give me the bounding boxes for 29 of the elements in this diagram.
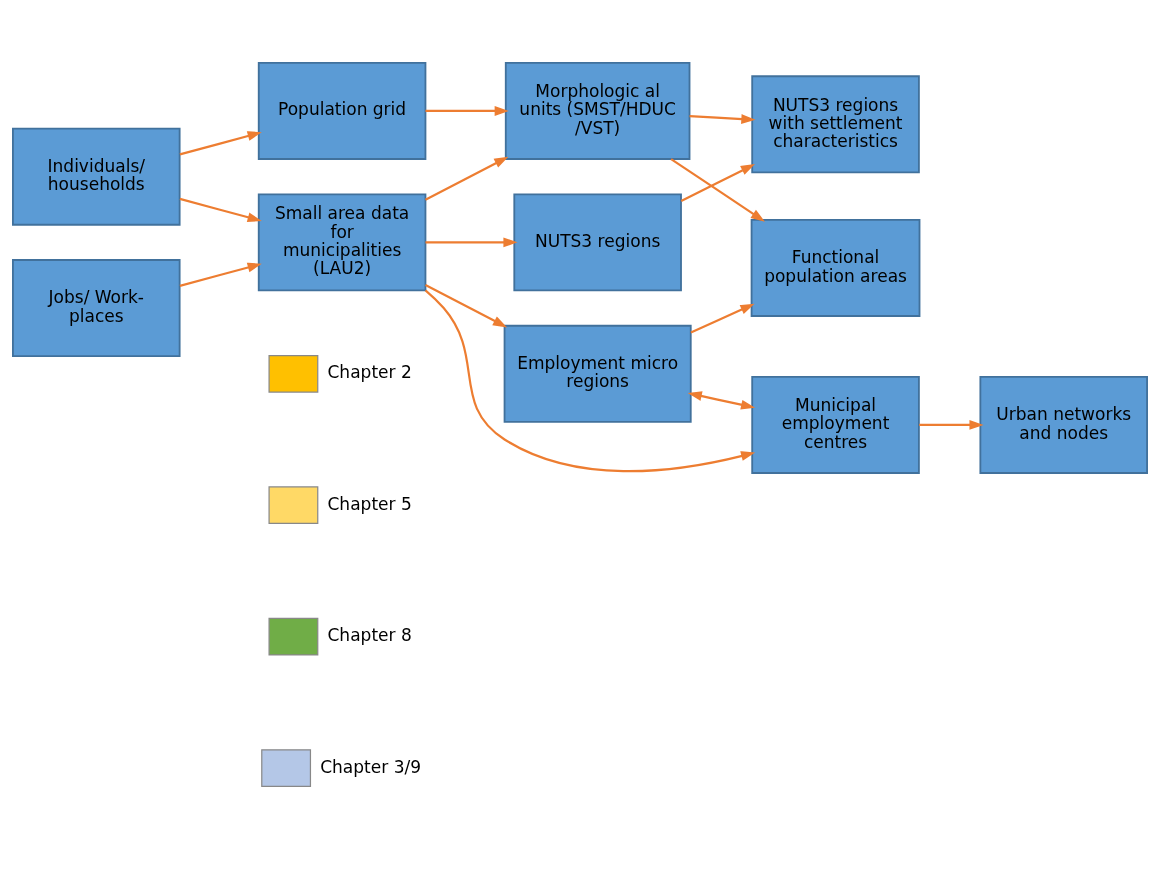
arrow (689, 113, 756, 124)
arrow (424, 288, 756, 472)
legend-label: Chapter 8 (327, 624, 412, 645)
arrow (690, 303, 755, 333)
node-box: NUTS3 regions (513, 192, 682, 291)
node-box: Small area data for municipalities (LAU2) (257, 192, 427, 291)
arrow (919, 419, 984, 430)
node-box: Functional population areas (750, 218, 921, 317)
arrow (179, 262, 262, 287)
node-box: Population grid (257, 61, 427, 160)
arrow (680, 163, 755, 202)
arrow (425, 156, 509, 201)
legend-label: Chapter 5 (327, 493, 412, 514)
legend-label: Chapter 3/9 (320, 756, 422, 777)
node-box: Individuals/ households (12, 127, 181, 226)
arrow (179, 197, 262, 222)
legend-label: Chapter 2 (327, 361, 412, 382)
node-box: Municipal employment centres (751, 375, 920, 474)
arrow (179, 130, 262, 155)
node-box: Morphologic al units (SMST/HDUC /VST) (504, 61, 691, 160)
arrow (670, 157, 765, 222)
node-box: Urban networks and nodes (979, 375, 1148, 474)
node-box: Jobs/ Work-places (12, 258, 181, 357)
arrow (425, 236, 518, 247)
node-box: Employment micro regions (503, 324, 692, 423)
node-box: NUTS3 regions with settlement characteristics (751, 74, 920, 173)
arrow (425, 105, 509, 116)
arrow (425, 283, 508, 327)
arrow (687, 390, 756, 410)
